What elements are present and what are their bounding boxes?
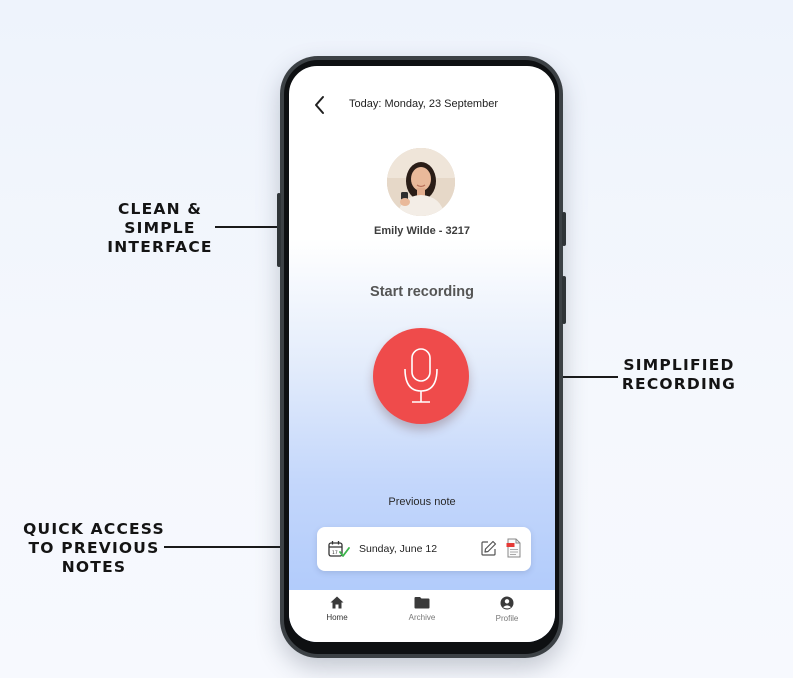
nav-profile[interactable]: Profile [477, 596, 537, 623]
previous-note-label: Previous note [388, 496, 456, 508]
patient-avatar [387, 148, 455, 216]
header-title: Today: Monday, 23 September [349, 98, 498, 110]
callout-simplified-recording: SIMPLIFIED RECORDING [618, 356, 740, 394]
callout-clean-interface: CLEAN & SIMPLE INTERFACE [104, 200, 216, 257]
phone-side-button-top [562, 212, 566, 246]
home-icon [330, 596, 344, 609]
phone-side-button-bottom [562, 276, 566, 324]
callout-quick-access: QUICK ACCESS TO PREVIOUS NOTES [18, 520, 170, 577]
callout-line-3: INTERFACE [107, 238, 213, 256]
previous-note-card[interactable]: 17 Sunday, June 12 [317, 527, 531, 571]
nav-home[interactable]: Home [307, 596, 367, 622]
callout-line-2: TO PREVIOUS [28, 539, 160, 557]
edit-icon[interactable] [480, 540, 497, 557]
nav-archive[interactable]: Archive [392, 596, 452, 622]
nav-archive-label: Archive [408, 613, 436, 622]
pdf-file-icon[interactable] [506, 538, 522, 558]
callout-line-1: QUICK ACCESS [23, 520, 165, 538]
phone-volume-button [277, 193, 281, 267]
nav-home-label: Home [326, 613, 348, 622]
user-circle-icon [500, 596, 514, 610]
app-header: Today: Monday, 23 September [289, 92, 555, 118]
calendar-check-icon: 17 [328, 541, 350, 557]
bottom-navigation: Home Archive Profile [289, 590, 555, 642]
folder-icon [414, 597, 430, 609]
callout-line-2: SIMPLE [124, 219, 196, 237]
start-recording-label: Start recording [370, 284, 474, 300]
chevron-left-icon[interactable] [313, 94, 327, 116]
callout-connector-notes [164, 546, 304, 548]
record-button[interactable] [373, 328, 469, 424]
callout-line-2: RECORDING [621, 375, 737, 393]
callout-line-3: NOTES [61, 558, 127, 576]
svg-text:17: 17 [332, 550, 338, 556]
callout-line-1: CLEAN & [117, 200, 203, 218]
phone-screen: Today: Monday, 23 September Emily Wilde … [289, 66, 555, 642]
callout-line-1: SIMPLIFIED [623, 356, 735, 374]
nav-profile-label: Profile [495, 614, 519, 623]
microphone-icon [404, 348, 438, 403]
patient-photo-icon [387, 148, 455, 216]
patient-name: Emily Wilde - 3217 [374, 225, 470, 237]
previous-note-date: Sunday, June 12 [359, 543, 438, 555]
